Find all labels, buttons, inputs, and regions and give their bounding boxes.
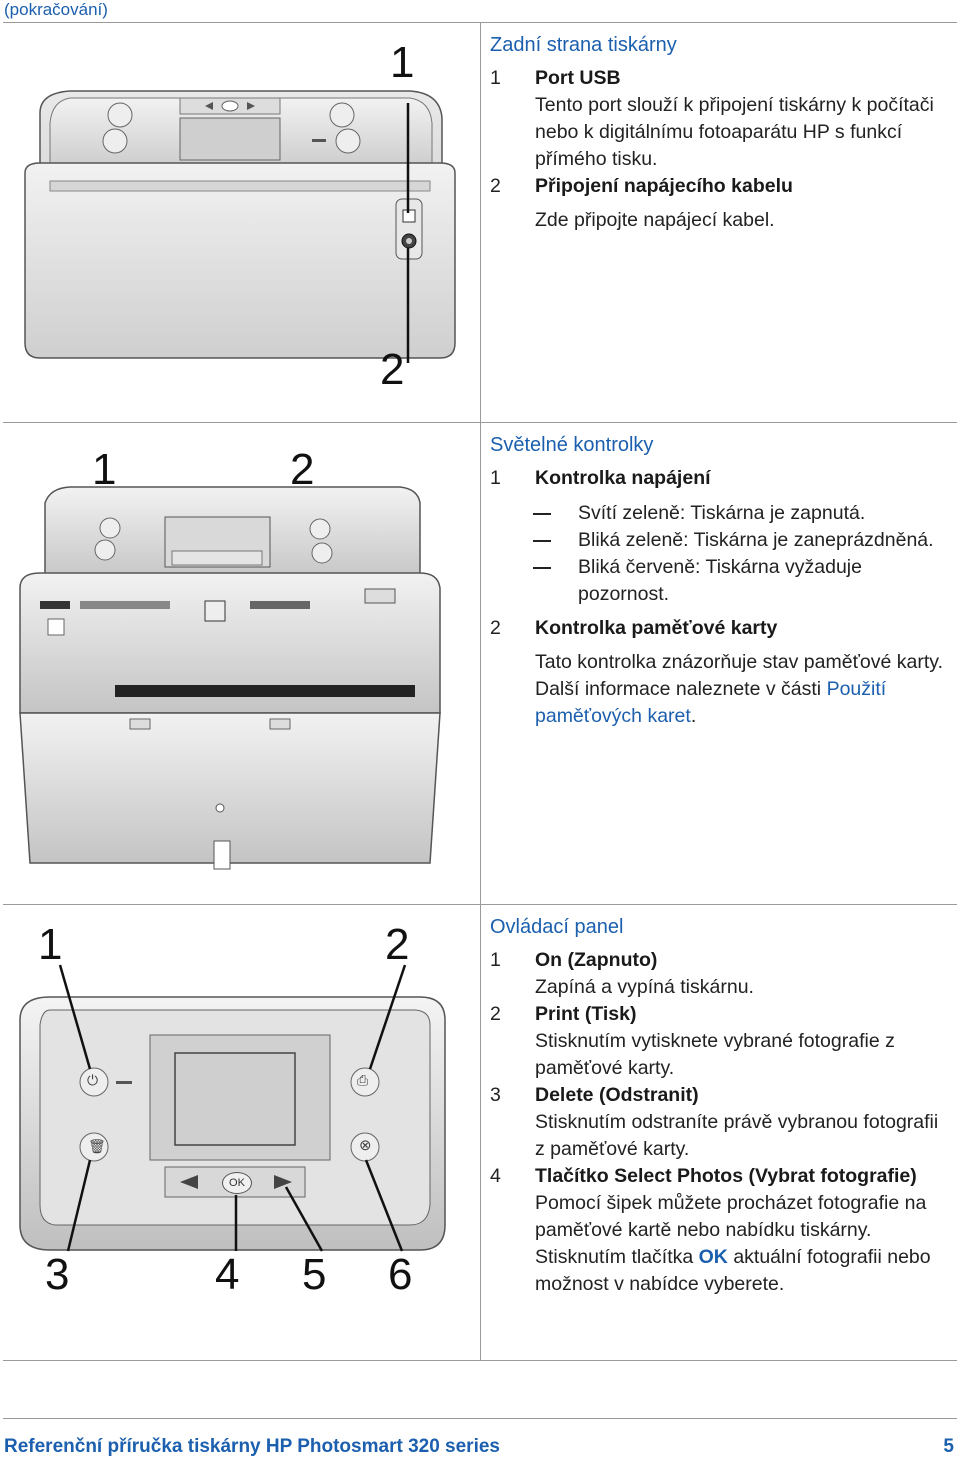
print-icon: ⎙ [357, 1072, 369, 1088]
callout-1: 1 [92, 445, 117, 494]
memory-cards-link[interactable]: Použití paměťových karet [535, 678, 887, 727]
item-title: Kontrolka napájení [535, 467, 711, 489]
item-title: Print (Tisk) [535, 1003, 637, 1025]
section-title: Zadní strana tiskárny [490, 34, 677, 56]
list-item: 3 Delete (Odstranit) Stisknutím odstraní… [490, 1082, 950, 1163]
item-description: Zapíná a vypíná tiskárnu. [535, 976, 754, 998]
item-description: Tento port slouží k připojení tiskárny k… [535, 94, 934, 170]
description-tail: aktuální fotografii nebo možnost v nabíd… [535, 1246, 931, 1295]
description-text: Tato kontrolka znázorňuje stav paměťové … [535, 651, 943, 700]
description-tail: . [690, 705, 697, 727]
section-title: Světelné kontrolky [490, 434, 654, 456]
callout-3: 3 [45, 1250, 70, 1299]
list-item: 1 On (Zapnuto) Zapíná a vypíná tiskárnu. [490, 947, 950, 1001]
bullet-item: Bliká červeně: Tiskárna vyžaduje pozorno… [490, 554, 950, 608]
item-number: 4 [490, 1165, 501, 1187]
list-item: 1 Kontrolka napájení [490, 465, 950, 492]
item-description: Stisknutím vytisknete vybrané fotografie… [535, 1030, 895, 1079]
continuation-label: (pokračování) [4, 0, 108, 19]
lights-section: Světelné kontrolky 1 Kontrolka napájení … [490, 432, 950, 730]
item-number: 2 [490, 175, 501, 197]
divider [3, 1360, 957, 1361]
column-divider [480, 22, 481, 1360]
list-item: 4 Tlačítko Select Photos (Vybrat fotogra… [490, 1163, 950, 1298]
bullet-item: Bliká zeleně: Tiskárna je zaneprázdněná. [490, 527, 950, 554]
item-number: 1 [490, 67, 501, 89]
item-title: Kontrolka paměťové karty [535, 617, 778, 639]
item-title: Delete (Odstranit) [535, 1084, 699, 1106]
list-item: 2 Připojení napájecího kabelu Zde připoj… [490, 173, 950, 234]
control-panel-section: Ovládací panel 1 On (Zapnuto) Zapíná a v… [490, 914, 950, 1298]
callout-6: 6 [388, 1250, 413, 1299]
section-title: Ovládací panel [490, 916, 624, 938]
power-icon: ⏻ [87, 1072, 99, 1088]
callout-5: 5 [302, 1250, 327, 1299]
item-description: Tato kontrolka znázorňuje stav paměťové … [535, 649, 950, 730]
control-panel-illustration [19, 964, 446, 1252]
item-number: 3 [490, 1084, 501, 1106]
printer-back-illustration [24, 90, 456, 363]
item-title: Připojení napájecího kabelu [535, 175, 793, 197]
divider [3, 1418, 957, 1419]
callout-1: 1 [38, 920, 63, 969]
callout-2: 2 [380, 345, 405, 394]
page-number: 5 [943, 1436, 954, 1457]
callout-2: 2 [385, 920, 410, 969]
ok-button: OK [222, 1172, 252, 1194]
item-number: 2 [490, 1003, 501, 1025]
list-item: 2 Print (Tisk) Stisknutím vytisknete vyb… [490, 1001, 950, 1082]
back-section: Zadní strana tiskárny 1 Port USB Tento p… [490, 32, 950, 234]
callout-2: 2 [290, 445, 315, 494]
item-number: 2 [490, 617, 501, 639]
cancel-icon: ⊗ [359, 1137, 372, 1154]
callout-4: 4 [215, 1250, 240, 1299]
list-item: 2 Kontrolka paměťové karty Tato kontrolk… [490, 615, 950, 730]
item-number: 1 [490, 467, 501, 489]
list-item: 1 Port USB Tento port slouží k připojení… [490, 65, 950, 173]
printer-lights-illustration [19, 486, 441, 870]
description-text: Pomocí šipek můžete procházet fotografie… [535, 1192, 927, 1268]
callout-1: 1 [390, 38, 415, 87]
item-title: On (Zapnuto) [535, 949, 658, 971]
ok-label: OK [698, 1246, 728, 1268]
item-description: Stisknutím odstraníte právě vybranou fot… [535, 1111, 939, 1160]
footer-title: Referenční příručka tiskárny HP Photosma… [4, 1436, 500, 1457]
delete-icon: 🗑 [88, 1138, 106, 1154]
item-title: Tlačítko Select Photos (Vybrat fotografi… [535, 1165, 917, 1187]
item-description: Pomocí šipek můžete procházet fotografie… [535, 1190, 950, 1298]
item-number: 1 [490, 949, 501, 971]
item-title: Port USB [535, 67, 621, 89]
bullet-item: Svítí zeleně: Tiskárna je zapnutá. [490, 500, 950, 527]
item-description: Zde připojte napájecí kabel. [535, 209, 775, 231]
